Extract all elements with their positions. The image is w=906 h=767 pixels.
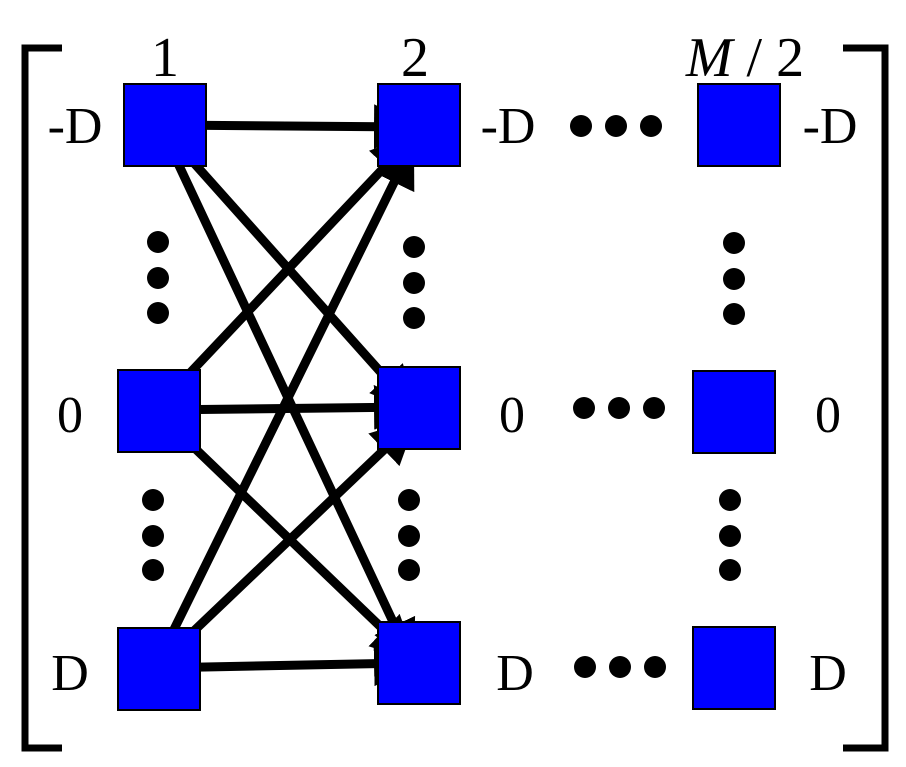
left-bracket	[21, 44, 62, 752]
horizontal-ellipsis-row-minusD	[570, 115, 662, 137]
vertical-ellipsis-colM-lower	[719, 489, 741, 581]
row-label-colM-minusD: -D	[803, 98, 858, 155]
edge-row-minusD-to-D	[155, 120, 416, 667]
column-header-2: 2	[401, 27, 429, 89]
row-label-col2-D: D	[496, 645, 534, 702]
edge-row-minusD-to-0	[155, 120, 416, 412]
column-header-m-half: M / 2	[685, 27, 804, 89]
row-label-col2-minusD: -D	[481, 98, 536, 155]
edge-row-D-to-minusD	[150, 141, 415, 673]
row-label-col2-0: 0	[499, 387, 525, 444]
vertical-ellipsis-col1-upper	[147, 231, 169, 324]
row-label-colM-0: 0	[815, 387, 841, 444]
row-label-col1-minusD: -D	[48, 98, 103, 155]
node-colM-row-0	[692, 370, 776, 454]
right-bracket	[843, 44, 889, 752]
vertical-ellipsis-col2-lower	[398, 489, 420, 581]
node-col2-row-0	[377, 366, 461, 450]
horizontal-ellipsis-row-0	[573, 397, 665, 419]
row-label-col1-D: D	[51, 645, 89, 702]
node-col2-row-minusD	[377, 83, 461, 167]
row-label-col1-0: 0	[57, 387, 83, 444]
node-colM-row-minusD	[697, 83, 781, 167]
vertical-ellipsis-col2-upper	[403, 236, 425, 329]
horizontal-ellipsis-row-D	[574, 656, 666, 678]
vertical-ellipsis-colM-upper	[723, 232, 745, 325]
node-col2-row-D	[377, 621, 461, 705]
edge-row-0-to-minusD	[150, 133, 417, 415]
vertical-ellipsis-col1-lower	[142, 489, 164, 581]
node-col1-row-D	[117, 627, 201, 711]
node-col1-row-minusD	[123, 83, 207, 167]
node-col1-row-0	[117, 369, 201, 453]
row-label-colM-D: D	[809, 645, 847, 702]
node-colM-row-D	[692, 626, 776, 710]
column-header-1: 1	[151, 27, 179, 89]
